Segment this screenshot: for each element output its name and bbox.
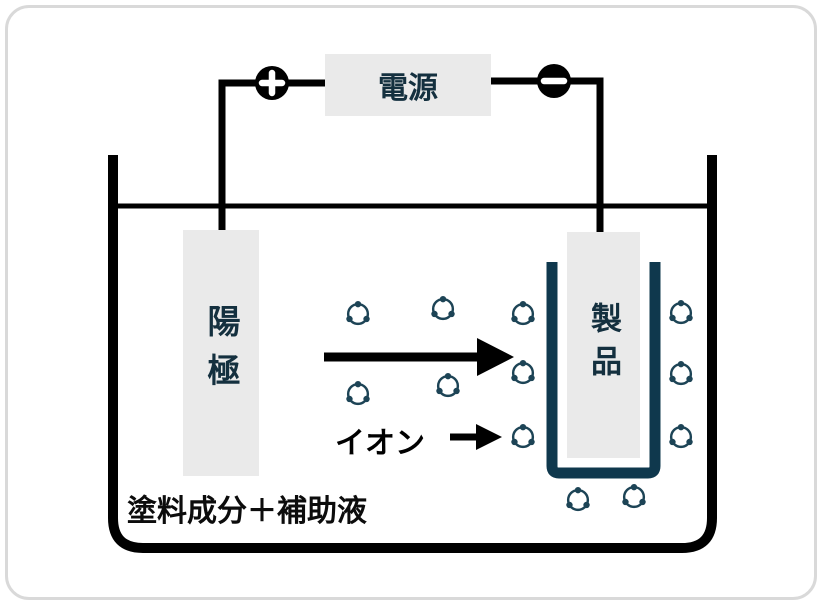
ion-icon — [510, 299, 536, 326]
solution-label: 塗料成分＋補助液 — [127, 495, 367, 528]
ion-flow-arrow — [324, 338, 514, 376]
tank — [108, 155, 717, 553]
ion-icon — [565, 485, 591, 512]
power-supply-label: 電源 — [378, 72, 438, 105]
frame-border — [5, 5, 817, 600]
coating-layer — [546, 262, 661, 479]
wire-right — [491, 77, 604, 245]
ion-icon — [345, 379, 371, 406]
ion-icon — [668, 359, 694, 386]
ion-icon — [345, 299, 371, 326]
ion-icon — [621, 482, 647, 509]
ion-icon — [510, 358, 536, 385]
product-electrode: 製品 — [567, 232, 640, 458]
minus-terminal-icon — [537, 64, 571, 98]
anode-electrode: 陽極 — [183, 230, 259, 476]
ion-label: イオン — [335, 427, 425, 460]
ion-label-arrow — [450, 424, 502, 450]
ion-icon — [510, 422, 536, 449]
ion-icon — [435, 371, 461, 398]
ion-icon — [668, 298, 694, 325]
plus-terminal-icon — [255, 66, 289, 100]
wire-left — [218, 79, 325, 250]
ion-icon — [430, 294, 456, 321]
anode-label: 陽極 — [203, 304, 240, 402]
ion-icon — [668, 422, 694, 449]
product-label: 製品 — [586, 302, 621, 388]
power-supply-box: 電源 — [325, 54, 491, 116]
